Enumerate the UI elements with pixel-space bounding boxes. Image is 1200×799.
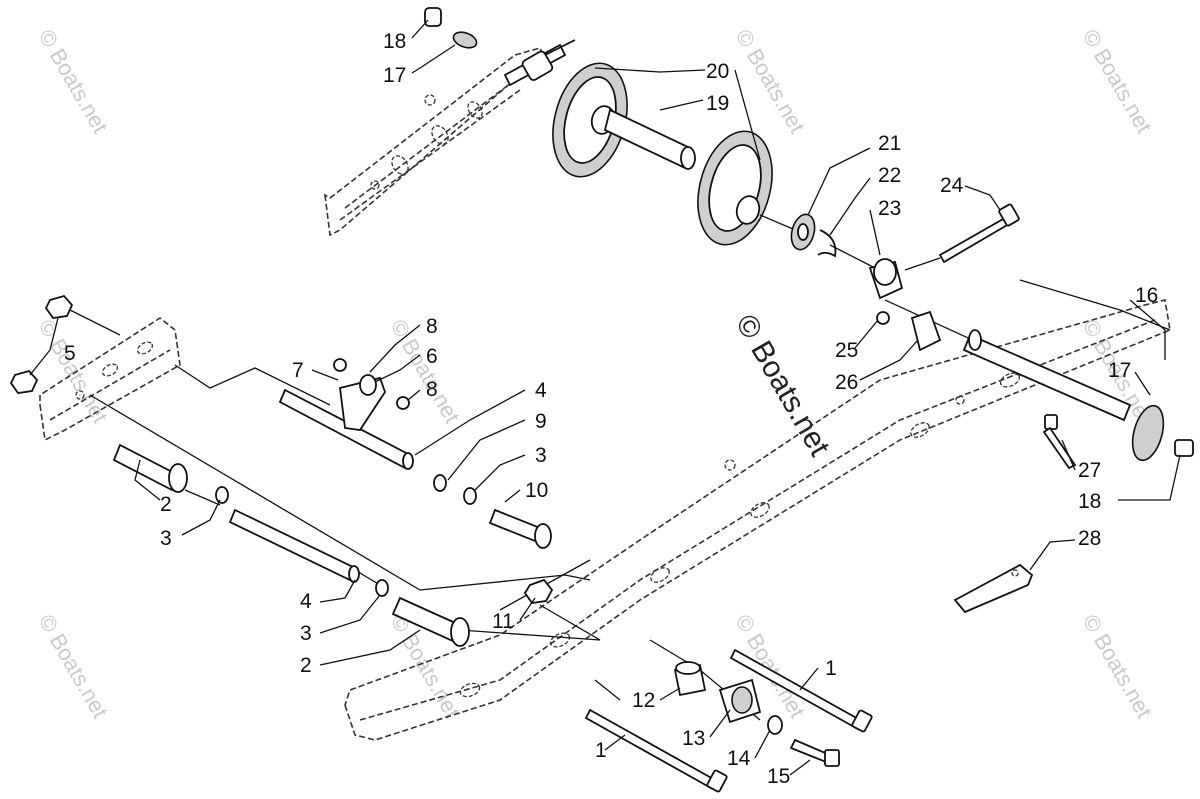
left-rail bbox=[39, 317, 181, 442]
callout-17-top: 17 bbox=[383, 64, 406, 87]
callout-4-top: 4 bbox=[535, 379, 547, 402]
callout-1-right: 1 bbox=[825, 657, 837, 680]
callout-2-bottom: 2 bbox=[300, 654, 312, 677]
callout-9: 9 bbox=[535, 410, 547, 433]
watermark-top-right: © Boats.net bbox=[1078, 25, 1157, 137]
callout-26: 26 bbox=[835, 371, 858, 394]
callout-3-top: 3 bbox=[535, 444, 547, 467]
callout-24: 24 bbox=[940, 174, 964, 197]
callout-23: 23 bbox=[878, 197, 901, 220]
idler-wheel-left bbox=[552, 62, 628, 178]
callout-5: 5 bbox=[64, 342, 76, 365]
callout-8-bottom: 8 bbox=[426, 378, 438, 401]
callout-16: 16 bbox=[1135, 284, 1158, 307]
watermark-top-mid: © Boats.net bbox=[731, 25, 810, 137]
callout-20: 20 bbox=[706, 60, 729, 83]
upper-axle-hardware bbox=[424, 7, 576, 87]
callout-17-right: 17 bbox=[1108, 359, 1131, 382]
callout-18-top: 18 bbox=[383, 30, 406, 53]
callout-27: 27 bbox=[1078, 459, 1101, 482]
callout-21: 21 bbox=[878, 132, 901, 155]
callout-22: 22 bbox=[878, 164, 901, 187]
callout-11: 11 bbox=[492, 610, 514, 633]
callout-7: 7 bbox=[292, 359, 304, 382]
long-bolt-24 bbox=[904, 203, 1020, 271]
callout-10: 10 bbox=[525, 479, 548, 502]
callout-2-top: 2 bbox=[160, 493, 172, 516]
right-rail bbox=[344, 299, 1171, 741]
leader-lines bbox=[29, 19, 1181, 776]
long-bolt-1-right bbox=[729, 648, 873, 733]
watermark-bottom-right: © Boats.net bbox=[1078, 610, 1157, 722]
spacer-2-lower bbox=[391, 596, 470, 647]
rear-axle-assembly bbox=[962, 329, 1194, 462]
callout-6: 6 bbox=[426, 345, 438, 368]
callout-12: 12 bbox=[632, 689, 655, 712]
callout-28: 28 bbox=[1078, 527, 1101, 550]
watermark-top-left: © Boats.net bbox=[34, 25, 113, 137]
callout-19: 19 bbox=[706, 92, 729, 115]
bolt-27 bbox=[1042, 414, 1077, 470]
idler-axle bbox=[603, 108, 696, 170]
lower-mount-hardware bbox=[673, 661, 840, 767]
long-bolt-1-left bbox=[584, 708, 728, 793]
washers-spacer-10 bbox=[433, 474, 552, 549]
callout-1-left: 1 bbox=[595, 739, 607, 762]
watermark-center: © Boats.net bbox=[729, 309, 837, 462]
clamp-block-26 bbox=[876, 310, 942, 352]
callout-8-top: 8 bbox=[426, 315, 438, 338]
bracket-28 bbox=[953, 563, 1034, 614]
callout-3-bottom: 3 bbox=[300, 622, 312, 645]
nut-11 bbox=[523, 578, 554, 604]
callout-13: 13 bbox=[682, 727, 705, 750]
explode-lines bbox=[69, 279, 1171, 721]
callout-14: 14 bbox=[727, 747, 751, 770]
shaft-4-long bbox=[228, 508, 360, 583]
callout-3-left: 3 bbox=[160, 527, 172, 550]
bearing-assembly bbox=[790, 213, 904, 300]
washer-3-a bbox=[215, 486, 229, 504]
rocker-shaft-assembly bbox=[278, 358, 414, 470]
washer-3-b bbox=[375, 579, 389, 597]
callout-25: 25 bbox=[835, 339, 858, 362]
callout-4-bottom: 4 bbox=[300, 590, 312, 613]
spacer-2-upper bbox=[112, 443, 188, 493]
watermark-bottom-left: © Boats.net bbox=[34, 610, 113, 722]
idler-wheel-right bbox=[697, 130, 801, 246]
watermark-mid-left: © Boats.net bbox=[34, 315, 113, 427]
nuts-5 bbox=[9, 294, 74, 394]
callout-labels: 18 17 20 19 21 22 23 24 16 8 6 7 8 5 4 9… bbox=[64, 30, 1158, 788]
callout-18-right: 18 bbox=[1078, 490, 1101, 513]
callout-15: 15 bbox=[767, 765, 790, 788]
